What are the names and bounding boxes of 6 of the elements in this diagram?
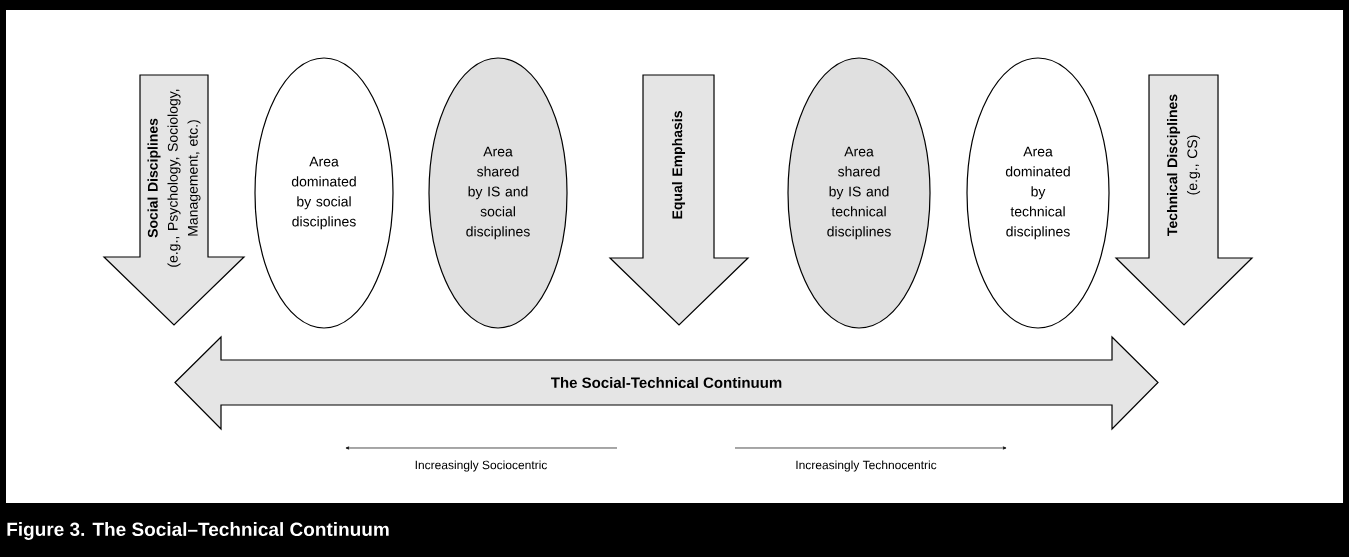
arrow-label: Increasingly Sociocentric — [415, 460, 547, 472]
pointer-box: Equal Emphasis — [608, 74, 750, 326]
pointer-box: Social Disciplines (e.g., Psychology, Sociology, Management, etc.) — [102, 74, 246, 326]
caption: Figure 3. The Social–Technical Continuum — [7, 522, 389, 540]
arrow-label: Increasingly Technocentric — [796, 460, 937, 472]
pointer-box: Technical Disciplines (e.g., CS) — [1114, 74, 1254, 326]
